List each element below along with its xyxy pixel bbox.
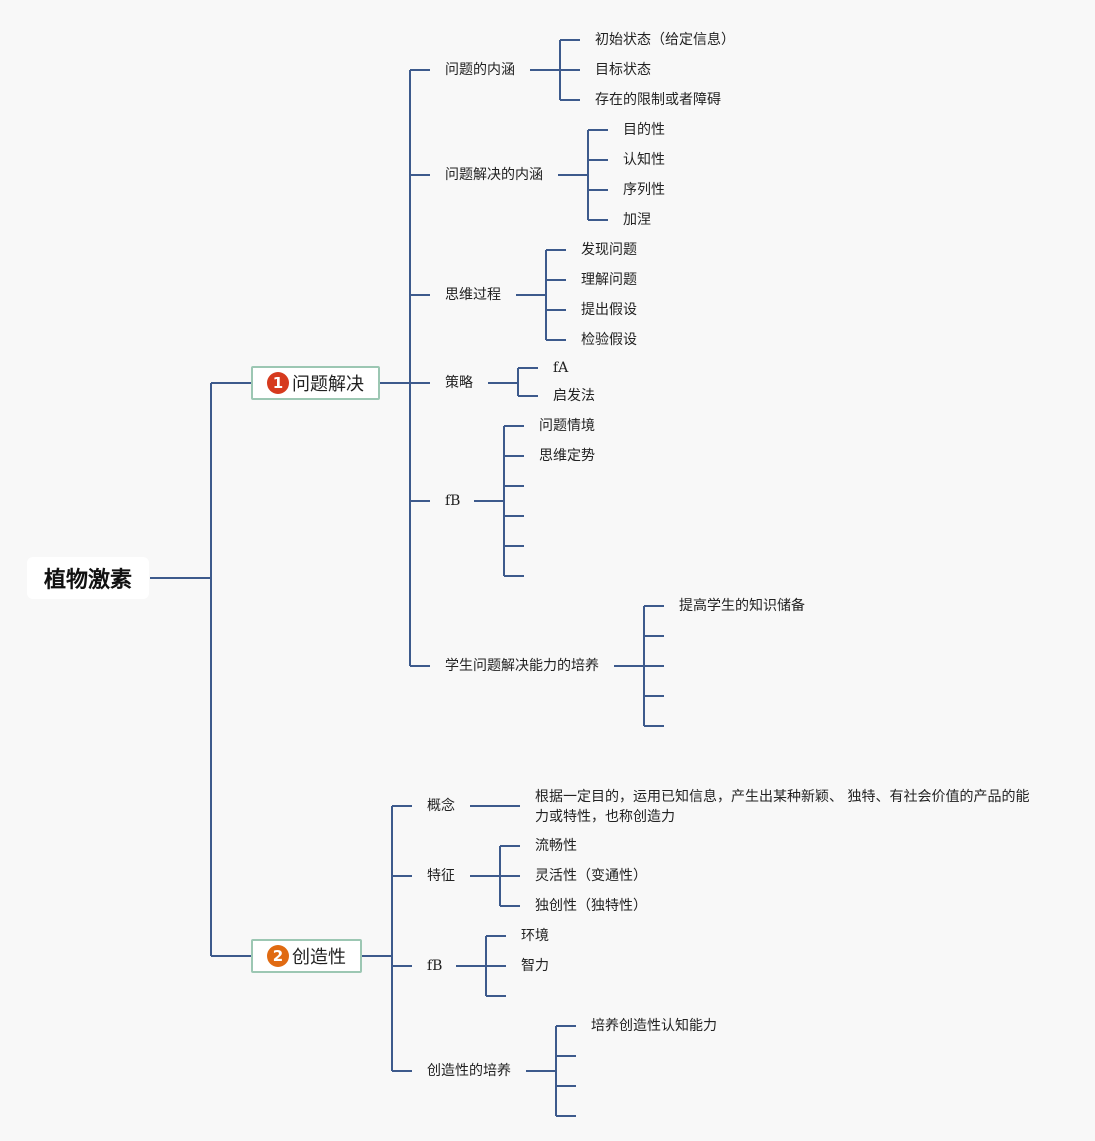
root-node[interactable]: 植物激素: [27, 557, 149, 599]
subtopic-strategy[interactable]: 策略: [445, 375, 473, 391]
leaf-node[interactable]: 独创性（独特性）: [535, 898, 647, 914]
subtopic-factors[interactable]: fB: [445, 493, 461, 509]
leaf-node[interactable]: 发现问题: [581, 242, 637, 258]
main-topic-title: 问题解决: [292, 374, 364, 395]
concept-text[interactable]: 根据一定目的，运用已知信息，产生出某种新颖、 独特、有社会价值的产品的能力或特性…: [535, 789, 1030, 825]
leaf-node[interactable]: 思维定势: [539, 448, 595, 464]
leaf-node[interactable]: 加涅: [623, 212, 651, 228]
leaf-node[interactable]: 序列性: [623, 182, 665, 198]
subtopic-factors[interactable]: fB: [427, 958, 443, 974]
leaf-node[interactable]: 启发法: [553, 388, 595, 404]
leaf-node[interactable]: 提出假设: [581, 302, 637, 318]
subtopic-student-training[interactable]: 学生问题解决能力的培养: [445, 658, 599, 674]
leaf-node[interactable]: 目标状态: [595, 62, 651, 78]
subtopic-problem-connotation[interactable]: 问题的内涵: [445, 62, 515, 78]
number-badge-1: 1: [267, 372, 289, 394]
main-topic-title: 创造性: [292, 947, 346, 968]
leaf-node[interactable]: 认知性: [623, 152, 665, 168]
leaf-node[interactable]: 培养创造性认知能力: [591, 1018, 717, 1034]
leaf-node[interactable]: fA: [553, 360, 569, 376]
leaf-node[interactable]: 目的性: [623, 122, 665, 138]
leaf-node[interactable]: 存在的限制或者障碍: [595, 92, 721, 108]
subtopic-thinking-process[interactable]: 思维过程: [445, 287, 501, 303]
leaf-node[interactable]: 初始状态（给定信息）: [595, 32, 735, 48]
subtopic-features[interactable]: 特征: [427, 868, 455, 884]
leaf-node[interactable]: 理解问题: [581, 272, 637, 288]
root-title: 植物激素: [43, 568, 132, 593]
leaf-node[interactable]: 问题情境: [539, 418, 595, 434]
subtopic-creativity-training[interactable]: 创造性的培养: [427, 1063, 511, 1079]
leaf-node[interactable]: 流畅性: [535, 838, 577, 854]
main-topic-creativity[interactable]: 2 创造性: [251, 939, 362, 973]
subtopic-solving-connotation[interactable]: 问题解决的内涵: [445, 167, 543, 183]
subtopic-concept[interactable]: 概念: [427, 798, 455, 814]
leaf-node[interactable]: 环境: [521, 928, 549, 944]
leaf-node[interactable]: 提高学生的知识储备: [679, 598, 805, 614]
leaf-node[interactable]: 灵活性（变通性）: [535, 868, 647, 884]
leaf-node[interactable]: 智力: [521, 958, 549, 974]
main-topic-problem-solving[interactable]: 1 问题解决: [251, 366, 380, 400]
number-badge-2: 2: [267, 945, 289, 967]
leaf-node[interactable]: 检验假设: [581, 332, 637, 348]
